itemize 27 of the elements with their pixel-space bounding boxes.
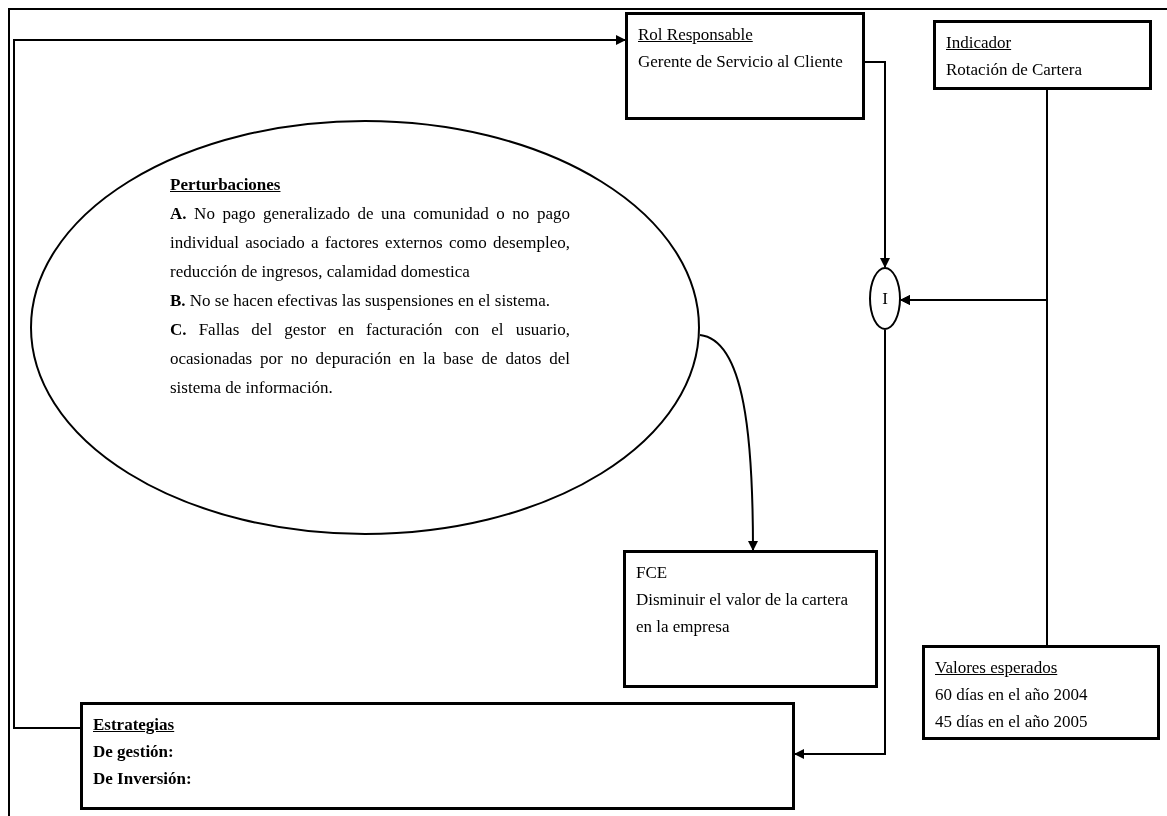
heading: Perturbaciones (170, 174, 282, 196)
text-paragraph: A. No pago generalizado de una comunidad o no pago individual asociado a factores externos como desempleo, reducción de ingresos, calamidad domestica (170, 203, 570, 283)
text-line: 60 días en el año 2004 (935, 684, 1089, 706)
arrow (13, 35, 626, 729)
text-line: De Inversión: (93, 768, 193, 790)
oval-node: I (869, 267, 901, 330)
heading: Valores esperados (935, 657, 1059, 679)
text-paragraph: B. No se hacen efectivas las suspensiones en el sistema. (170, 290, 552, 312)
text-line: De gestión: (93, 741, 175, 763)
text-box (625, 12, 865, 120)
text-paragraph: C. Fallas del gestor en facturación con el usuario, ocasionadas por no depuración en la base de datos del sistema de información. (170, 319, 570, 399)
heading: Indicador (946, 32, 1013, 54)
heading: FCE (636, 562, 669, 584)
text-box (933, 20, 1152, 90)
text-box (80, 702, 795, 810)
text-line: 45 días en el año 2005 (935, 711, 1089, 733)
heading: Estrategias (93, 714, 176, 736)
heading: Rol Responsable (638, 24, 754, 46)
arrow (900, 295, 1048, 646)
arrow (864, 61, 890, 268)
text-line: Disminuir el valor de la cartera en la empresa (636, 589, 849, 638)
text-box (922, 645, 1160, 740)
arrow (699, 334, 758, 551)
arrow (794, 329, 886, 759)
text-box (623, 550, 878, 688)
text-line: Rotación de Cartera (946, 59, 1083, 81)
text-line: Gerente de Servicio al Cliente (638, 51, 844, 73)
